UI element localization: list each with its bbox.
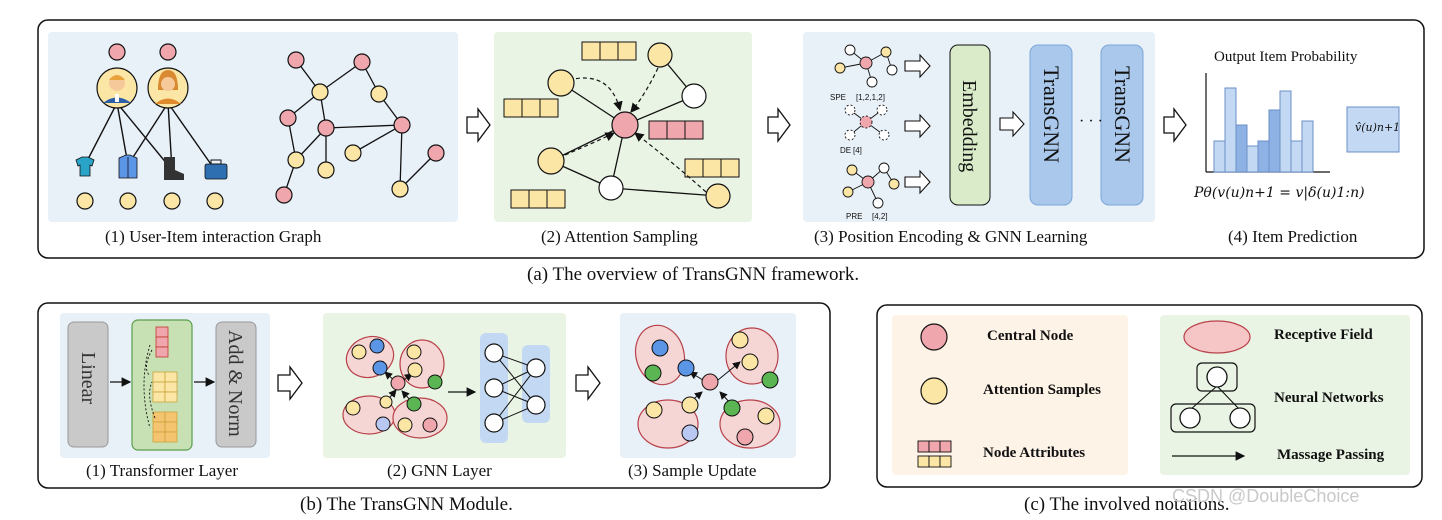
- flow-arrow-icon: [575, 365, 601, 401]
- linear-label: Linear: [77, 352, 99, 405]
- sample-update: [620, 313, 796, 458]
- position-encoding-gnn: [803, 32, 1155, 222]
- embedding-block: [949, 44, 991, 206]
- user-item-graph: [48, 32, 458, 222]
- receptive-field-icon: [1183, 320, 1251, 354]
- panel-a-caption: (a) The overview of TransGNN framework.: [527, 264, 860, 285]
- step-caption-position-encoding: (3) Position Encoding & GNN Learning: [814, 227, 1088, 246]
- neural-network-icon: [480, 333, 550, 443]
- addnorm-label: Add & Norm: [224, 330, 246, 437]
- legend-node-attributes: Node Attributes: [983, 445, 1086, 461]
- panel-b-caption: (b) The TransGNN Module.: [300, 494, 513, 515]
- tshirt-icon: [75, 156, 95, 177]
- panel-c-frame: [876, 304, 1423, 488]
- prediction-box: [1346, 106, 1400, 153]
- spe-label: SPE: [830, 93, 847, 102]
- flow-arrow-icon: [999, 110, 1025, 138]
- user-avatar-female: [147, 67, 189, 109]
- flow-arrow-icon: [767, 107, 791, 143]
- panel-a-frame: [37, 19, 1425, 259]
- step-caption-item-prediction: (4) Item Prediction: [1228, 227, 1358, 246]
- transgnn-block-1: [1029, 44, 1073, 206]
- prediction-symbol: v̂(u)n+1: [1355, 121, 1401, 134]
- embedding-label: Embedding: [958, 80, 980, 173]
- legend-massage-passing: Massage Passing: [1277, 447, 1385, 463]
- flow-arrow-icon: [1163, 107, 1187, 143]
- transgnn-block-2: [1100, 44, 1144, 206]
- de-label: DE: [840, 146, 852, 155]
- flow-arrow-icon: [277, 365, 303, 401]
- flow-arrow-icon: [466, 107, 491, 143]
- transgnn-label-1: TransGNN: [1039, 66, 1064, 163]
- watermark: CSDN @DoubleChoice: [1172, 486, 1360, 506]
- jacket-icon: [118, 154, 138, 179]
- legend-attention-samples: Attention Samples: [983, 382, 1101, 398]
- output-histogram: [1205, 73, 1400, 173]
- step-caption-gnn-layer: (2) GNN Layer: [387, 461, 492, 480]
- encoding-arrow-icon: [904, 53, 931, 195]
- legend-central-node: Central Node: [987, 328, 1074, 344]
- step-caption-transformer-layer: (1) Transformer Layer: [86, 461, 239, 480]
- briefcase-icon: [204, 159, 228, 180]
- user-avatar-male: [96, 67, 138, 109]
- panel-b-frame: [37, 302, 831, 489]
- legend-receptive-field: Receptive Field: [1274, 327, 1373, 343]
- attention-sample-icon: [920, 377, 948, 405]
- attention-sampling-graph: [494, 32, 752, 222]
- step-caption-attention-sampling: (2) Attention Sampling: [541, 227, 698, 246]
- node-attributes-icon: [917, 440, 952, 468]
- step-caption-sample-update: (3) Sample Update: [628, 461, 757, 480]
- ellipsis: · · ·: [1079, 113, 1103, 130]
- linear-block: [67, 321, 109, 448]
- de-value: [4]: [853, 146, 862, 155]
- step-caption-user-item-graph: (1) User-Item interaction Graph: [105, 227, 322, 246]
- pre-value: [4,2]: [872, 212, 888, 221]
- output-histogram-title: Output Item Probability: [1214, 49, 1358, 65]
- legend-neural-networks: Neural Networks: [1274, 390, 1384, 406]
- transformer-layer: [60, 313, 270, 458]
- spe-value: [1,2,1,2]: [856, 93, 885, 102]
- pre-label: PRE: [846, 212, 863, 221]
- transgnn-label-2: TransGNN: [1110, 66, 1135, 163]
- addnorm-block: [215, 321, 257, 448]
- gnn-layer: [323, 313, 566, 458]
- panel-c-caption: (c) The involved notations.: [1024, 494, 1230, 515]
- probability-formula: Pθ(v(u)n+1 = v|δ(u)1:n): [1194, 185, 1365, 201]
- central-node-icon: [920, 323, 948, 351]
- neural-network-notation-icon: [1170, 362, 1256, 433]
- boot-icon: [164, 157, 184, 180]
